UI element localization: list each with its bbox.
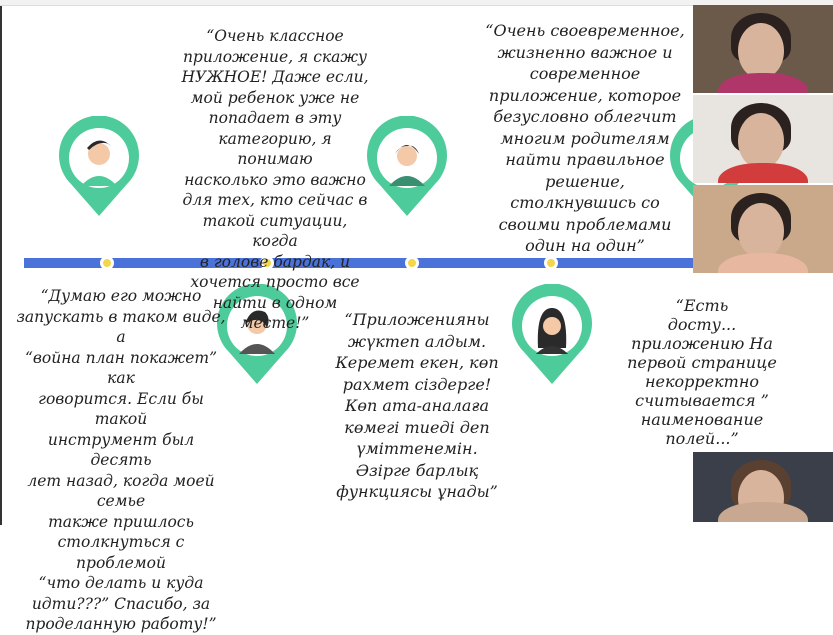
timeline-dot bbox=[100, 256, 114, 270]
window-title-bar bbox=[0, 0, 833, 6]
participant-face bbox=[738, 203, 784, 259]
timeline-dot bbox=[260, 256, 274, 270]
testimonial-quote: “Очень своевременное, жизненно важное и … bbox=[485, 21, 685, 255]
participant-face bbox=[738, 113, 784, 169]
avatar-pin-woman bbox=[512, 284, 592, 384]
avatar-pin-woman bbox=[367, 116, 447, 216]
testimonial-quote: “Думаю его можно запускать в таком виде,… bbox=[16, 287, 226, 633]
testimonial-quote: “Очень классное приложение, я скажу НУЖН… bbox=[181, 27, 369, 332]
video-tile-participant-2[interactable] bbox=[693, 95, 833, 183]
testimonial-quote: “Приложенияны жүктеп алдым. Керемет екен… bbox=[335, 310, 499, 501]
testimonial-quote: “Есть досту... приложению На первой стра… bbox=[627, 296, 777, 448]
participant-body bbox=[718, 73, 808, 93]
timeline-dot bbox=[544, 256, 558, 270]
participant-body bbox=[718, 502, 808, 522]
timeline-bar bbox=[24, 258, 704, 268]
video-tile-participant-4[interactable] bbox=[693, 452, 833, 522]
video-tile-participant-3[interactable] bbox=[693, 185, 833, 273]
avatar-pin-man bbox=[59, 116, 139, 216]
participant-face bbox=[738, 23, 784, 79]
participant-body bbox=[718, 253, 808, 273]
video-tile-participant-1[interactable] bbox=[693, 5, 833, 93]
avatar-pin-woman bbox=[217, 284, 297, 384]
timeline-dot bbox=[405, 256, 419, 270]
participant-body bbox=[718, 163, 808, 183]
